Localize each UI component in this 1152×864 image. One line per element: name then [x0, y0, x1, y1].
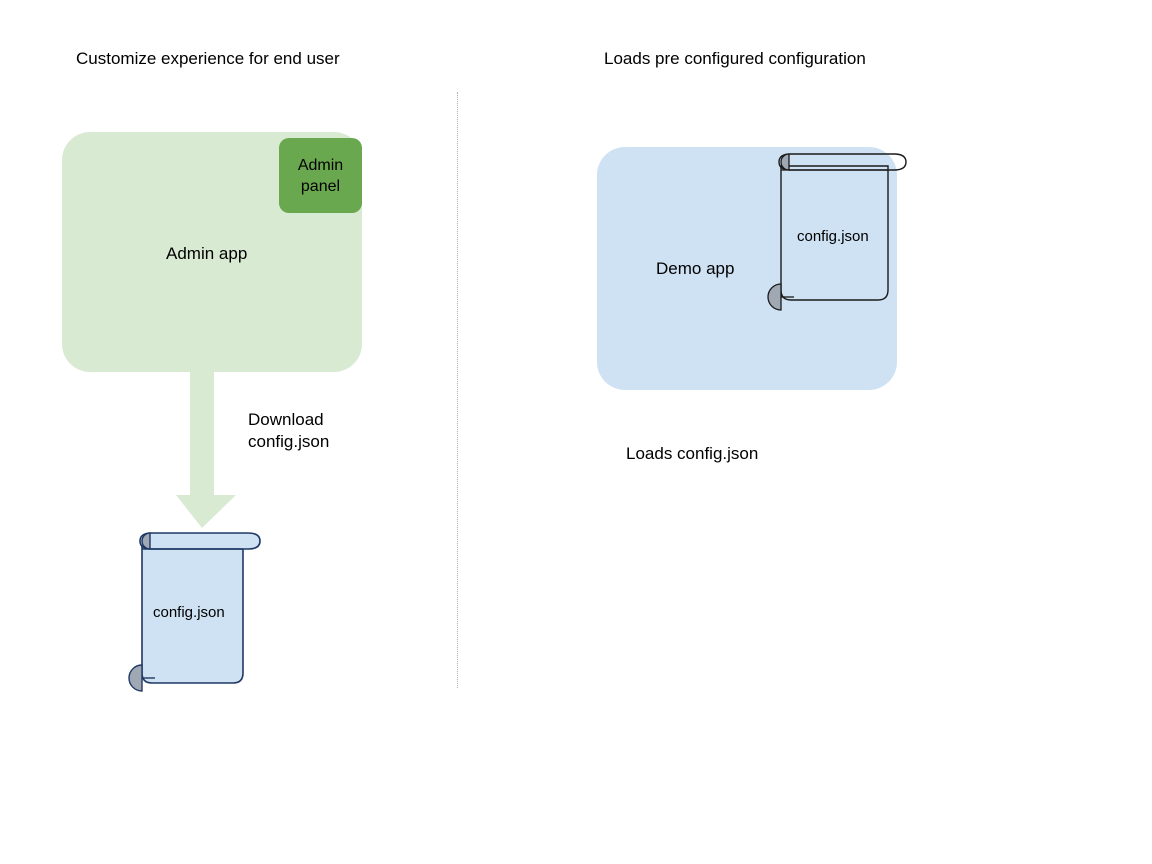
column-title-left: Customize experience for end user: [76, 49, 340, 68]
column-title-right: Loads pre configured configuration: [604, 49, 866, 68]
download-arrow-label-line2: config.json: [248, 432, 330, 451]
admin-app-label: Admin app: [166, 244, 248, 263]
download-arrow-label: Download config.json: [248, 409, 329, 453]
config-json-label-left: config.json: [153, 604, 225, 621]
admin-panel-chip[interactable]: Admin panel: [279, 138, 362, 213]
config-json-label-right: config.json: [797, 228, 869, 245]
download-arrow-label-line1: Download: [248, 410, 324, 429]
document-scroll-icon: [128, 532, 261, 692]
download-arrow-icon: [176, 368, 236, 528]
admin-panel-label: Admin panel: [298, 155, 343, 197]
admin-panel-label-line2: panel: [300, 177, 341, 195]
column-divider: [457, 92, 458, 688]
demo-app-label: Demo app: [656, 259, 735, 278]
admin-panel-label-line1: Admin: [297, 156, 344, 174]
document-scroll-icon: [767, 153, 907, 311]
config-json-document-left[interactable]: config.json: [120, 525, 270, 695]
loads-config-caption: Loads config.json: [626, 444, 759, 463]
demo-app-box: Demo app: [597, 147, 897, 390]
config-json-document-right[interactable]: config.json: [766, 148, 916, 313]
